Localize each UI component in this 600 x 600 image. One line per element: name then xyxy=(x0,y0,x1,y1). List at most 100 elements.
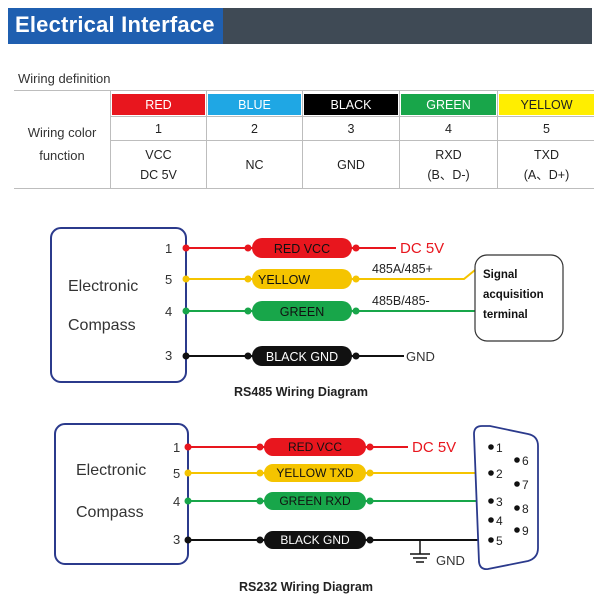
db9-pin-dot xyxy=(488,444,494,450)
function-line: (B、D-) xyxy=(427,168,470,182)
table-vline xyxy=(497,90,498,188)
db9-pin-label: 5 xyxy=(496,534,503,548)
ground-icon xyxy=(410,540,430,563)
rs485-green-dot xyxy=(182,307,190,315)
rs485-yellow-dot xyxy=(182,275,190,283)
rs485-green-label: GREEN xyxy=(280,305,324,319)
rs485-device-line2: Compass xyxy=(68,317,136,334)
function-line: VCC xyxy=(145,148,172,162)
rs232-green-pill xyxy=(264,492,366,510)
wire-number: 2 xyxy=(251,121,258,136)
rs232-device-box xyxy=(54,423,189,565)
rs485-b-label: 485B/485- xyxy=(372,294,430,308)
rs485-yellow-dot xyxy=(352,275,360,283)
rs485-red-pill xyxy=(252,238,352,258)
function-cell: TXD (A、D+) xyxy=(499,143,594,187)
rs485-pin-label: 4 xyxy=(165,304,172,319)
db9-pin-dot xyxy=(514,457,520,463)
rs485-yellow-dot xyxy=(244,275,252,283)
rs232-black-label: BLACK GND xyxy=(280,533,350,547)
function-line: (A、D+) xyxy=(523,168,570,182)
db9-pin-label: 6 xyxy=(522,454,529,468)
wire-number: 4 xyxy=(445,121,452,136)
signal-terminal-box xyxy=(474,254,564,342)
rs232-green-label: GREEN RXD xyxy=(279,494,351,508)
rs485-pin-label: 1 xyxy=(165,241,172,256)
rs485-red-dot xyxy=(244,244,252,252)
rs485-green-dot xyxy=(352,307,360,315)
rs485-caption: RS485 Wiring Diagram xyxy=(234,385,368,399)
rs485-red-dot xyxy=(352,244,360,252)
wiring-definition-label: Wiring definition xyxy=(18,71,111,86)
rs485-yellow-label: YELLOW xyxy=(258,273,310,287)
rs232-yellow-dot xyxy=(366,469,374,477)
rs485-diagram: Electronic Compass 1 5 4 3 RED VCC DC 5V… xyxy=(50,227,564,383)
rs485-device-line1: Electronic xyxy=(68,278,138,295)
title-bar: Electrical Interface xyxy=(8,8,592,44)
color-cell-red: RED xyxy=(112,94,205,115)
table-vline xyxy=(206,90,207,188)
rs232-green-dot xyxy=(184,497,192,505)
rs485-device-box xyxy=(50,227,187,383)
db9-pin-dot xyxy=(514,527,520,533)
function-line: DC 5V xyxy=(140,168,177,182)
db9-pin-dot xyxy=(488,470,494,476)
rs485-green-dot xyxy=(244,307,252,315)
function-cell: NC xyxy=(245,158,264,172)
rs485-gnd-label: GND xyxy=(406,349,435,364)
rs485-yellow-pill xyxy=(252,269,352,289)
color-cell-blue: BLUE xyxy=(208,94,301,115)
db9-pin-label: 1 xyxy=(496,441,503,455)
rs485-black-dot xyxy=(182,352,190,360)
page-title: Electrical Interface xyxy=(15,12,215,37)
db9-connector xyxy=(473,425,539,571)
db9-pin-label: 7 xyxy=(522,478,529,492)
rs232-device-line2: Compass xyxy=(76,504,144,521)
table-top-line xyxy=(14,90,594,91)
db9-pin-label: 3 xyxy=(496,495,503,509)
rs232-green-dot xyxy=(256,497,264,505)
function-cell: RXD (B、D-) xyxy=(401,143,496,187)
color-cell-green: GREEN xyxy=(401,94,496,115)
rs232-green-dot xyxy=(366,497,374,505)
rs232-yellow-pill xyxy=(264,464,366,482)
rs232-pin-label: 1 xyxy=(173,440,180,455)
db9-pin-dot xyxy=(488,498,494,504)
rs232-red-dot xyxy=(256,443,264,451)
rs232-red-pill xyxy=(264,438,366,456)
rs232-yellow-dot xyxy=(256,469,264,477)
db9-pin-label: 8 xyxy=(522,502,529,516)
wire-number: 1 xyxy=(155,121,162,136)
table-line xyxy=(110,140,594,141)
color-cell-black: BLACK xyxy=(304,94,398,115)
rs232-diagram: Electronic Compass 1 5 4 3 RED VCC DC 5V… xyxy=(54,423,539,571)
rs232-pin-label: 3 xyxy=(173,532,180,547)
table-vline xyxy=(399,90,400,188)
table-vline xyxy=(110,90,111,188)
rs232-yellow-dot xyxy=(184,469,192,477)
rs232-caption: RS232 Wiring Diagram xyxy=(239,580,373,594)
rs232-black-pill xyxy=(264,531,366,549)
rs232-red-label: RED VCC xyxy=(288,440,342,454)
row-label-function: function xyxy=(39,148,85,163)
rs485-black-dot xyxy=(244,352,252,360)
rs232-black-dot xyxy=(256,536,264,544)
rs485-dc-label: DC 5V xyxy=(400,240,444,257)
rs232-dc-label: DC 5V xyxy=(412,439,456,456)
db9-pin-label: 2 xyxy=(496,467,503,481)
rs485-black-dot xyxy=(352,352,360,360)
table-vline xyxy=(302,90,303,188)
rs232-device-line1: Electronic xyxy=(76,462,146,479)
rs485-red-label: RED VCC xyxy=(274,242,330,256)
function-cell: VCC DC 5V xyxy=(112,143,205,187)
terminal-line3: terminal xyxy=(483,309,528,321)
db9-pin-dot xyxy=(514,481,520,487)
rs232-red-dot xyxy=(366,443,374,451)
rs485-black-label: BLACK GND xyxy=(266,350,338,364)
rs232-pin-label: 4 xyxy=(173,494,180,509)
wire-number: 5 xyxy=(543,121,550,136)
rs232-black-dot xyxy=(366,536,374,544)
color-cell-yellow: YELLOW xyxy=(499,94,594,115)
rs485-black-pill xyxy=(252,346,352,366)
